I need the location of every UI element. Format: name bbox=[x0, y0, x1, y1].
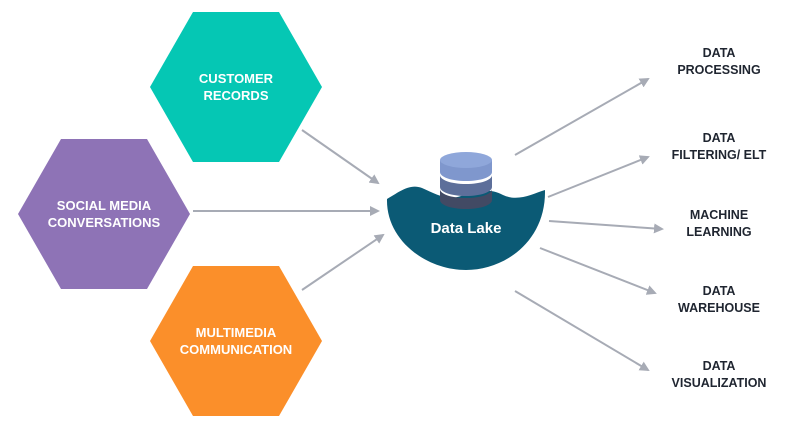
output-data-warehouse-line2: WAREHOUSE bbox=[678, 301, 760, 315]
multimedia-label: MULTIMEDIA COMMUNICATION bbox=[156, 324, 316, 358]
output-machine-learning-line1: MACHINE bbox=[689, 208, 749, 222]
arrow-to-data-visualization bbox=[514, 290, 650, 372]
output-data-visualization-line1: DATA bbox=[702, 359, 736, 373]
multimedia-line1: MULTIMEDIA bbox=[195, 325, 277, 340]
data-lake-label: Data Lake bbox=[430, 220, 502, 237]
arrow-to-data-filtering bbox=[547, 155, 650, 198]
output-data-filtering-line2: FILTERING/ ELT bbox=[671, 148, 767, 162]
database-icon bbox=[440, 152, 492, 209]
social-media-line2: CONVERSATIONS bbox=[47, 215, 161, 230]
output-data-warehouse: DATA WAREHOUSE bbox=[644, 283, 794, 317]
output-machine-learning-line2: LEARNING bbox=[686, 225, 752, 239]
output-data-visualization-line2: VISUALIZATION bbox=[671, 376, 767, 390]
arrow-multimedia-to-lake bbox=[301, 233, 385, 291]
arrow-to-data-warehouse bbox=[539, 247, 657, 295]
arrow-to-machine-learning bbox=[548, 220, 664, 234]
output-data-visualization: DATA VISUALIZATION bbox=[644, 358, 794, 392]
output-data-processing-line1: DATA bbox=[702, 46, 736, 60]
output-data-processing: DATA PROCESSING bbox=[644, 45, 794, 79]
customer-records-line1: CUSTOMER bbox=[198, 71, 274, 86]
arrow-customer-to-lake bbox=[301, 129, 380, 185]
social-media-label: SOCIAL MEDIA CONVERSATIONS bbox=[24, 197, 184, 231]
multimedia-hexagon bbox=[150, 266, 322, 416]
arrow-to-data-processing bbox=[514, 78, 650, 156]
output-machine-learning: MACHINE LEARNING bbox=[644, 207, 794, 241]
output-data-processing-line2: PROCESSING bbox=[677, 63, 761, 77]
customer-records-label: CUSTOMER RECORDS bbox=[156, 70, 316, 104]
customer-records-line2: RECORDS bbox=[203, 88, 269, 103]
output-data-filtering: DATA FILTERING/ ELT bbox=[644, 130, 794, 164]
customer-records-hexagon bbox=[150, 12, 322, 162]
data-lake-basin bbox=[386, 186, 546, 270]
social-media-hexagon bbox=[18, 139, 190, 289]
output-data-warehouse-line1: DATA bbox=[702, 284, 736, 298]
output-data-filtering-line1: DATA bbox=[702, 131, 736, 145]
multimedia-line2: COMMUNICATION bbox=[179, 342, 293, 357]
social-media-line1: SOCIAL MEDIA bbox=[56, 198, 152, 213]
